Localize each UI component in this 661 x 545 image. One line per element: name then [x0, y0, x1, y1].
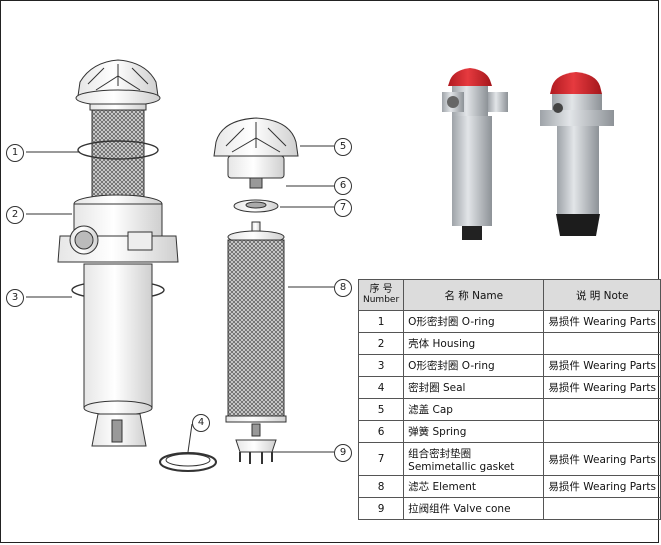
- row-number: 6: [357, 420, 405, 443]
- table-row: 9 拉阀组件 Valve cone: [357, 497, 661, 520]
- row-note: 易损件 Wearing Parts: [543, 442, 661, 476]
- callout-4: 4: [192, 414, 210, 432]
- row-number: 8: [357, 475, 405, 498]
- row-name: 滤盖 Cap: [403, 398, 545, 421]
- row-name-en: Semimetallic gasket: [408, 460, 515, 473]
- callout-2: 2: [6, 206, 24, 224]
- row-note: [543, 497, 661, 520]
- callout-3: 3: [6, 289, 24, 307]
- leader-lines: [26, 145, 334, 453]
- row-note: [543, 398, 661, 421]
- oring-1: [77, 140, 159, 160]
- row-number: 7: [357, 442, 405, 476]
- table-header-row: 序 号 Number 名 称 Name 说 明 Note: [357, 279, 661, 311]
- row-name: 密封圈 Seal: [403, 376, 545, 399]
- callout-8: 8: [334, 279, 352, 297]
- row-name: O形密封圈 O-ring: [403, 354, 545, 377]
- row-number: 1: [357, 310, 405, 333]
- header-note: 说 明 Note: [543, 279, 661, 311]
- header-number-cn: 序 号: [369, 284, 393, 295]
- callout-7: 7: [334, 199, 352, 217]
- row-name: 壳体 Housing: [403, 332, 545, 355]
- row-name-cn: 组合密封垫圈: [408, 447, 472, 460]
- product-photo-right: [540, 72, 614, 236]
- row-number: 2: [357, 332, 405, 355]
- table-row: 7 组合密封垫圈 Semimetallic gasket 易损件 Wearing…: [357, 442, 661, 476]
- row-number: 4: [357, 376, 405, 399]
- row-note: [543, 332, 661, 355]
- row-name: 弹簧 Spring: [403, 420, 545, 443]
- callout-6: 6: [334, 177, 352, 195]
- row-name: 组合密封垫圈 Semimetallic gasket: [403, 442, 545, 476]
- table-row: 5 滤盖 Cap: [357, 398, 661, 421]
- table-row: 2 壳体 Housing: [357, 332, 661, 355]
- row-name: O形密封圈 O-ring: [403, 310, 545, 333]
- valve-cone-9: [235, 439, 277, 453]
- header-name: 名 称 Name: [403, 279, 545, 311]
- row-name: 拉阀组件 Valve cone: [403, 497, 545, 520]
- table-row: 4 密封圈 Seal 易损件 Wearing Parts: [357, 376, 661, 399]
- table-row: 1 O形密封圈 O-ring 易损件 Wearing Parts: [357, 310, 661, 333]
- name-plate: [127, 231, 153, 251]
- row-note: 易损件 Wearing Parts: [543, 354, 661, 377]
- element-8: [227, 239, 285, 421]
- row-name: 滤芯 Element: [403, 475, 545, 498]
- housing-body: [83, 263, 153, 409]
- callout-5: 5: [334, 138, 352, 156]
- seal-4: [159, 452, 217, 472]
- assembled-filter-drawing: [57, 59, 217, 472]
- top-element-mesh: [91, 107, 145, 201]
- row-note: 易损件 Wearing Parts: [543, 310, 661, 333]
- table-row: 3 O形密封圈 O-ring 易损件 Wearing Parts: [357, 354, 661, 377]
- table-row: 6 弹簧 Spring: [357, 420, 661, 443]
- callout-1: 1: [6, 144, 24, 162]
- product-photo-left: [442, 68, 508, 240]
- spring-6: [249, 177, 263, 189]
- row-note: [543, 420, 661, 443]
- callout-9: 9: [334, 444, 352, 462]
- exploded-parts-drawing: [213, 117, 299, 464]
- row-number: 9: [357, 497, 405, 520]
- header-number-en: Number: [363, 295, 400, 305]
- header-number: 序 号 Number: [357, 279, 405, 311]
- row-number: 5: [357, 398, 405, 421]
- row-number: 3: [357, 354, 405, 377]
- table-row: 8 滤芯 Element 易损件 Wearing Parts: [357, 475, 661, 498]
- row-note: 易损件 Wearing Parts: [543, 376, 661, 399]
- parts-table: 序 号 Number 名 称 Name 说 明 Note 1 O形密封圈 O-r…: [357, 279, 661, 520]
- row-note: 易损件 Wearing Parts: [543, 475, 661, 498]
